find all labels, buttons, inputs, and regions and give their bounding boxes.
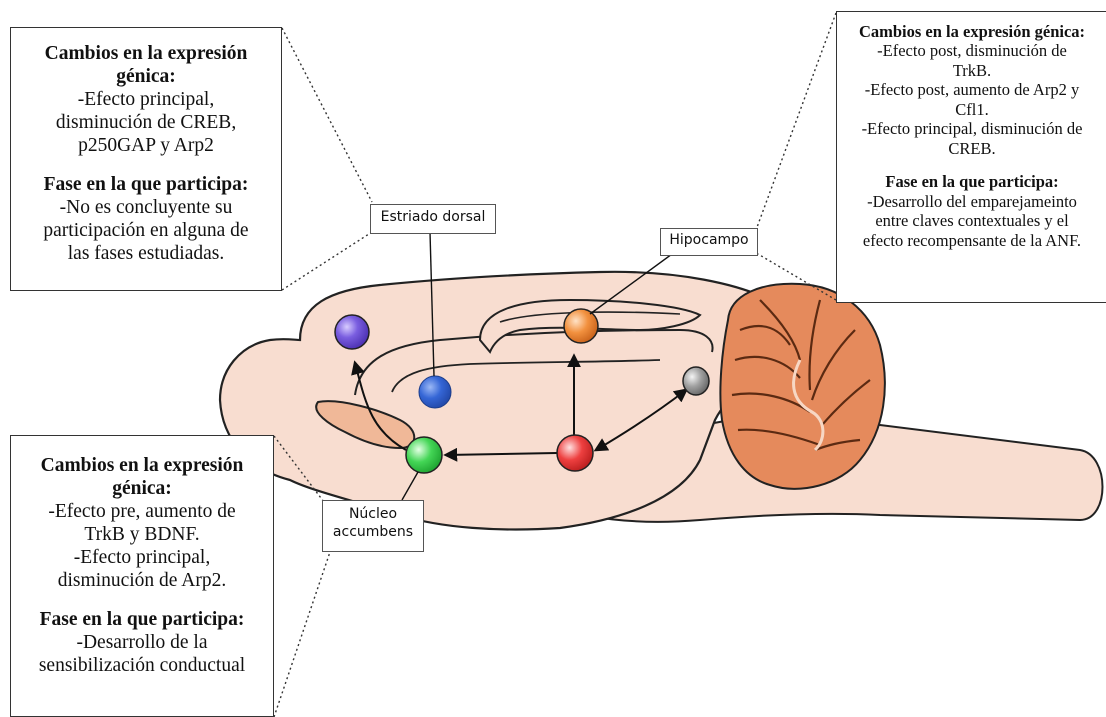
phase-heading: Fase en la que participa:	[11, 608, 273, 631]
callout-line: Cfl1.	[837, 100, 1106, 119]
callout-heading: Cambios en la expresión génica:	[837, 22, 1106, 41]
callout-line: TrkB.	[837, 61, 1106, 80]
phase-line: efecto recompensante de la ANF.	[837, 231, 1106, 250]
callout-nucleo-accumbens: Cambios en la expresión génica: -Efecto …	[10, 435, 274, 717]
phase-line: participación en alguna de	[11, 219, 281, 242]
callout-heading: Cambios en la expresión	[11, 42, 281, 65]
phase-line: -No es concluyente su	[11, 196, 281, 219]
callout-line: disminución de CREB,	[11, 111, 281, 134]
cerebellum	[720, 284, 884, 489]
hippocampus-node	[564, 309, 598, 343]
callout-line: TrkB y BDNF.	[11, 523, 273, 546]
label-nucleo-accumbens: Núcleo accumbens	[322, 500, 424, 552]
callout-heading-cont: génica:	[11, 477, 273, 500]
nucleus-accumbens-node	[406, 437, 442, 473]
phase-line: -Desarrollo de la	[11, 631, 273, 654]
phase-line: -Desarrollo del emparejameinto	[837, 192, 1106, 211]
callout-heading: Cambios en la expresión	[11, 454, 273, 477]
callout-line: -Efecto principal,	[11, 88, 281, 111]
prefrontal-cortex-node	[335, 315, 369, 349]
dorsal-striatum-node	[419, 376, 451, 408]
callout-estriado-dorsal: Cambios en la expresión génica: -Efecto …	[10, 27, 282, 291]
phase-line: sensibilización conductual	[11, 654, 273, 677]
callout-line: -Efecto post, disminución de	[837, 41, 1106, 60]
callout-line: -Efecto principal,	[11, 546, 273, 569]
phase-heading: Fase en la que participa:	[837, 172, 1106, 191]
callout-line: -Efecto principal, disminución de	[837, 119, 1106, 138]
phase-line: entre claves contextuales y el	[837, 211, 1106, 230]
callout-line: -Efecto post, aumento de Arp2 y	[837, 80, 1106, 99]
gray-node	[683, 367, 709, 395]
label-nucleo-line1: Núcleo	[323, 506, 423, 524]
label-estriado-dorsal: Estriado dorsal	[370, 204, 496, 234]
vta-node	[557, 435, 593, 471]
callout-hipocampo: Cambios en la expresión génica: -Efecto …	[836, 11, 1106, 303]
callout-heading-cont: génica:	[11, 65, 281, 88]
label-nucleo-line2: accumbens	[323, 524, 423, 542]
callout-line: disminución de Arp2.	[11, 569, 273, 592]
phase-heading: Fase en la que participa:	[11, 173, 281, 196]
callout-line: CREB.	[837, 139, 1106, 158]
callout-line: -Efecto pre, aumento de	[11, 500, 273, 523]
phase-line: las fases estudiadas.	[11, 242, 281, 265]
label-hipocampo: Hipocampo	[660, 228, 758, 256]
callout-line: p250GAP y Arp2	[11, 134, 281, 157]
